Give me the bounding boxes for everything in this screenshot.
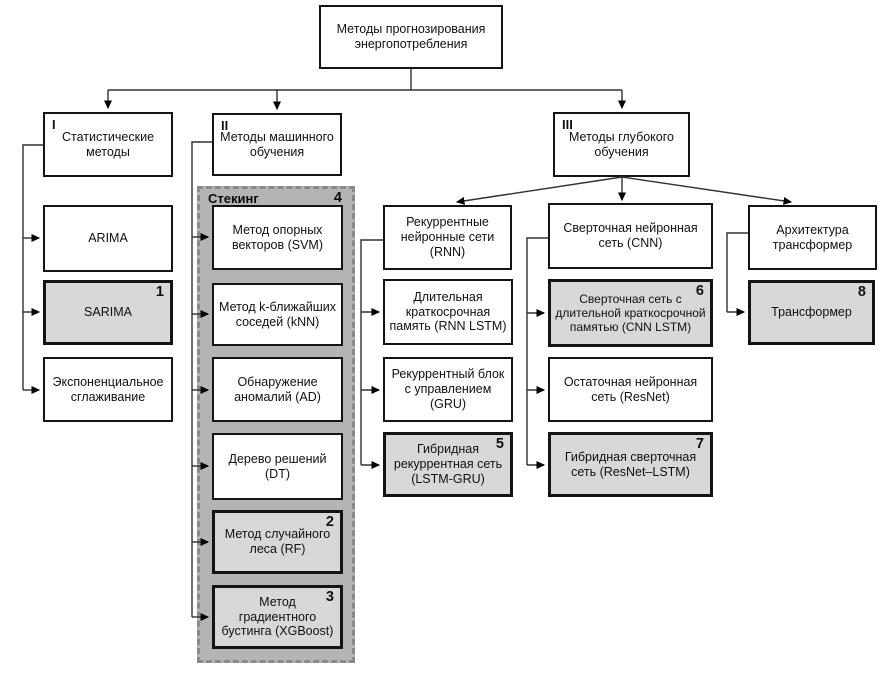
node-transformer-architecture: Архитектура трансформер	[748, 205, 877, 270]
numeral-I: I	[52, 117, 56, 132]
edge-rnn-rail	[360, 239, 383, 465]
node-gru: Рекуррентный блок с управлением (GRU)	[383, 357, 513, 422]
node-sarima-number: 1	[155, 284, 164, 300]
node-cnn: Сверточная нейронная сеть (CNN)	[548, 203, 713, 269]
node-svm: Метод опорных векторов (SVM)	[212, 205, 343, 270]
node-lstm-gru-number: 5	[495, 436, 504, 452]
node-lstm-gru: 5 Гибридная рекуррентная сеть (LSTM-GRU)	[383, 432, 513, 497]
edge-stat-rail	[22, 144, 43, 390]
node-cnn-lstm-number: 6	[695, 283, 704, 299]
node-arima: ARIMA	[43, 205, 173, 272]
node-transformer-number: 8	[857, 284, 866, 300]
node-exponential-smoothing: Экспоненциальное сглаживание	[43, 357, 173, 422]
numeral-III: III	[562, 117, 573, 132]
node-root: Методы прогнозирования энергопотребления	[319, 5, 503, 69]
node-statistical-methods: I Статистические методы	[43, 112, 173, 177]
edge-cnn-rail	[526, 237, 548, 465]
node-sarima: 1 SARIMA	[43, 280, 173, 345]
stacking-group-number: 4	[333, 190, 342, 206]
stacking-group-label: Стекинг	[208, 191, 259, 206]
node-resnet-lstm: 7 Гибридная сверточная сеть (ResNet–LSTM…	[548, 432, 713, 497]
node-xgboost-number: 3	[325, 589, 334, 605]
node-rnn: Рекуррентные нейронные сети (RNN)	[383, 205, 512, 270]
node-cnn-lstm: 6 Сверточная сеть с длительной краткосро…	[548, 279, 713, 347]
node-rnn-lstm: Длительная краткосрочная память (RNN LST…	[383, 279, 513, 345]
numeral-II: II	[221, 118, 229, 133]
node-resnet: Остаточная нейронная сеть (ResNet)	[548, 357, 713, 422]
node-random-forest: 2 Метод случайного леса (RF)	[212, 510, 343, 574]
node-decision-tree: Дерево решений (DT)	[212, 433, 343, 500]
node-transformer: 8 Трансформер	[748, 280, 875, 345]
edge-to-transformer-arch	[621, 176, 793, 205]
edge-to-rnn	[455, 176, 623, 205]
node-anomaly-detection: Обнаружение аномалий (AD)	[212, 357, 343, 422]
node-random-forest-number: 2	[325, 514, 334, 530]
node-xgboost: 3 Метод градиентного бустинга (XGBoost)	[212, 585, 343, 649]
edge-transformer-rail	[726, 232, 748, 312]
node-deep-learning-methods: III Методы глубокого обучения	[553, 112, 690, 177]
node-resnet-lstm-number: 7	[695, 436, 704, 452]
node-knn: Метод k-ближайших соседей (kNN)	[212, 283, 343, 346]
node-machine-learning-methods: II Методы машинного обучения	[212, 113, 342, 176]
